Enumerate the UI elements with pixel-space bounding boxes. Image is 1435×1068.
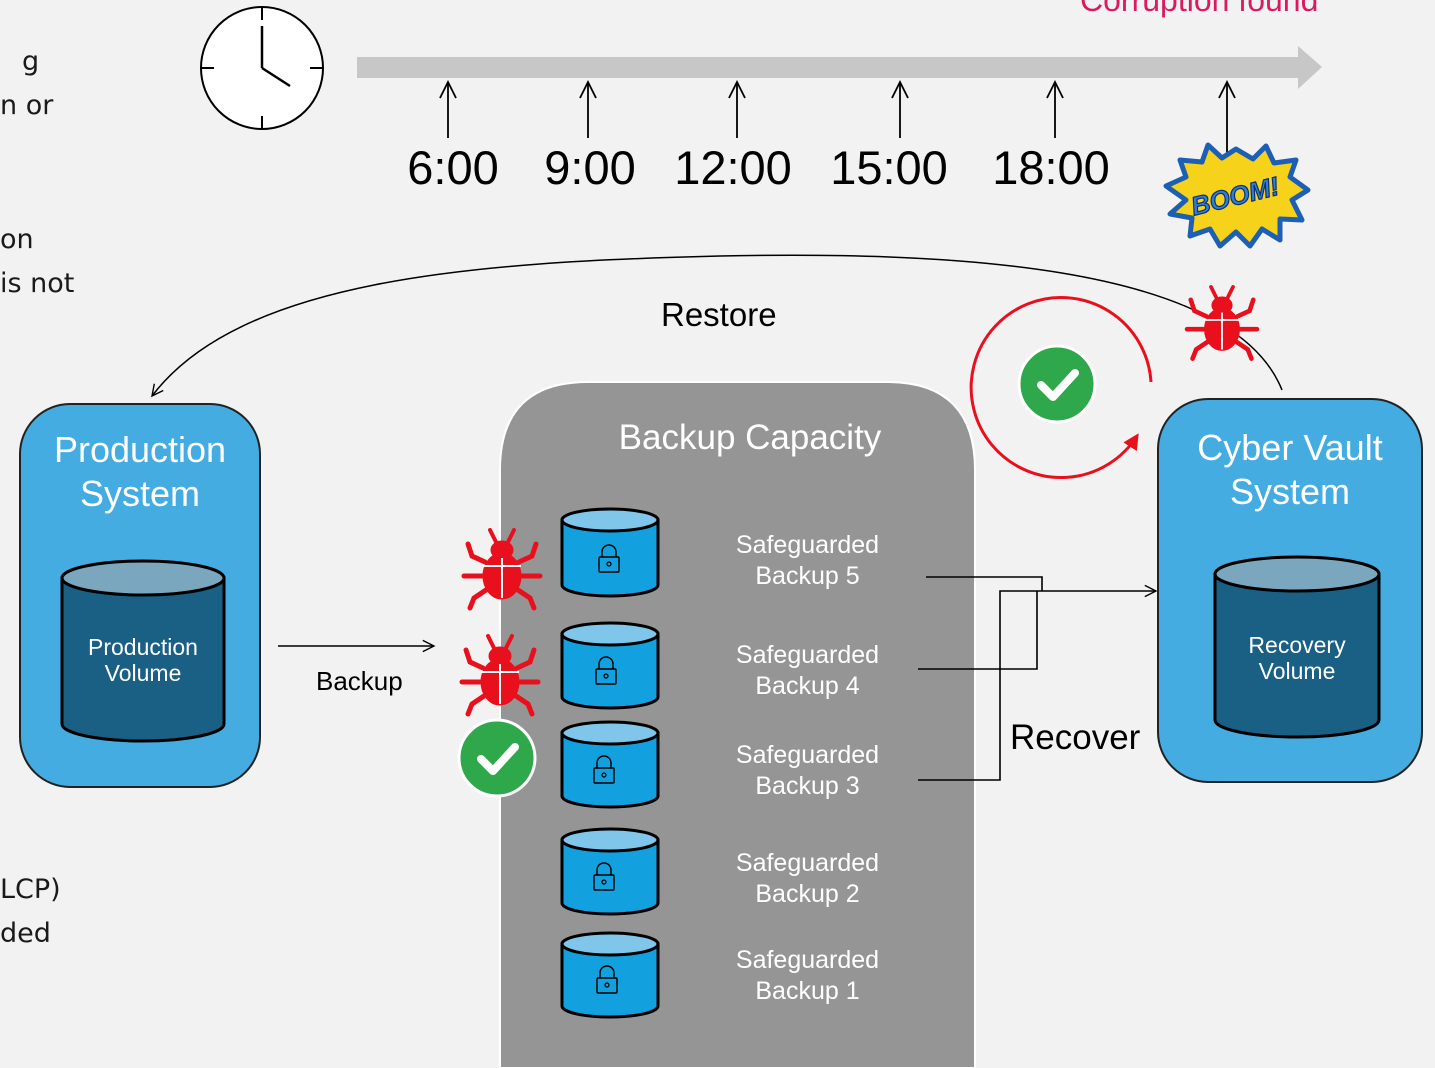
lock-icon (595, 656, 617, 685)
time-label-600: 6:00 (407, 141, 499, 194)
timeline-ticks (439, 79, 1236, 160)
tick-arrow-1800 (1046, 79, 1064, 138)
backup-5-line2: Backup 5 (755, 562, 860, 590)
check-icon (457, 718, 537, 798)
check-icon (1017, 344, 1097, 424)
tick-arrow-600 (439, 79, 457, 138)
vault-title-line1: Cyber Vault (1197, 427, 1383, 468)
cycle-arrow-icon (969, 296, 1153, 479)
backup-5-line1: Safeguarded (735, 531, 880, 559)
backup-2-line2: Backup 2 (755, 880, 860, 908)
backup-label-3: Safeguarded Backup 3 (690, 740, 925, 802)
left-text-1: g (22, 46, 40, 77)
production-title-line1: Production (53, 429, 227, 470)
production-volume-cylinder (60, 559, 226, 743)
backup-cylinders (560, 507, 660, 1019)
recovery-volume-label: Recovery Volume (1215, 632, 1379, 684)
backup-cylinder-5 (560, 507, 660, 598)
backup-label-4: Safeguarded Backup 4 (690, 640, 925, 702)
left-text-4: is not (0, 268, 75, 299)
restore-arrow (152, 254, 1283, 396)
tick-arrow-900 (579, 79, 597, 138)
backup-1-line2: Backup 1 (755, 977, 860, 1005)
backup-cylinder-4 (560, 621, 660, 710)
backup-4-line1: Safeguarded (735, 641, 880, 669)
backup-cylinder-2 (560, 827, 660, 916)
left-text-3: on (0, 224, 34, 255)
production-system-title: Production System (20, 428, 260, 516)
backup-1-line1: Safeguarded (735, 946, 880, 974)
production-volume-line1: Production (88, 634, 198, 660)
timeline-arrow (357, 46, 1322, 89)
backup-3-line1: Safeguarded (735, 741, 880, 769)
backup-capacity-title: Backup Capacity (618, 418, 882, 457)
recovery-volume-cylinder (1213, 555, 1381, 739)
recovery-volume-line1: Recovery (1248, 632, 1346, 658)
recover-connectors (918, 576, 1156, 781)
production-volume-label: Production Volume (62, 634, 224, 686)
cyber-vault-title: Cyber Vault System (1158, 426, 1422, 514)
backup-cylinder-1 (560, 931, 660, 1019)
backup-label: Backup (316, 666, 403, 696)
left-text-2: n or (0, 90, 54, 121)
bug-icon (461, 528, 543, 611)
lock-icon (596, 965, 618, 994)
time-label-1800: 18:00 (992, 141, 1110, 194)
backup-label-1: Safeguarded Backup 1 (690, 945, 925, 1007)
bug-icon (1184, 285, 1260, 361)
backup-label-2: Safeguarded Backup 2 (690, 848, 925, 910)
backup-2-line1: Safeguarded (735, 849, 880, 877)
clock-icon (200, 6, 324, 130)
production-volume-line2: Volume (104, 660, 182, 686)
boom-icon: BOOM! (1163, 142, 1311, 249)
backup-4-line2: Backup 4 (755, 672, 860, 700)
lock-icon (593, 755, 615, 784)
time-label-1200: 12:00 (674, 141, 792, 194)
tick-arrow-1500 (891, 79, 909, 138)
left-text-6: ded (0, 918, 51, 949)
lock-icon (598, 544, 620, 573)
lock-icon (593, 862, 615, 891)
corruption-found-label: Corruption found (1080, 0, 1319, 18)
time-label-900: 9:00 (544, 141, 636, 194)
left-text-5: LCP) (0, 874, 61, 905)
recovery-volume-line2: Volume (1258, 658, 1336, 684)
backup-label-5: Safeguarded Backup 5 (690, 530, 925, 592)
restore-label: Restore (661, 296, 777, 333)
tick-arrow-event (1218, 79, 1236, 160)
production-title-line2: System (79, 473, 201, 514)
recover-label: Recover (1010, 718, 1141, 757)
tick-arrow-1200 (728, 79, 746, 138)
vault-title-line2: System (1229, 471, 1351, 512)
backup-cylinder-3 (560, 720, 660, 809)
backup-3-line2: Backup 3 (755, 772, 860, 800)
bug-icon (459, 634, 541, 717)
time-label-1500: 15:00 (830, 141, 948, 194)
